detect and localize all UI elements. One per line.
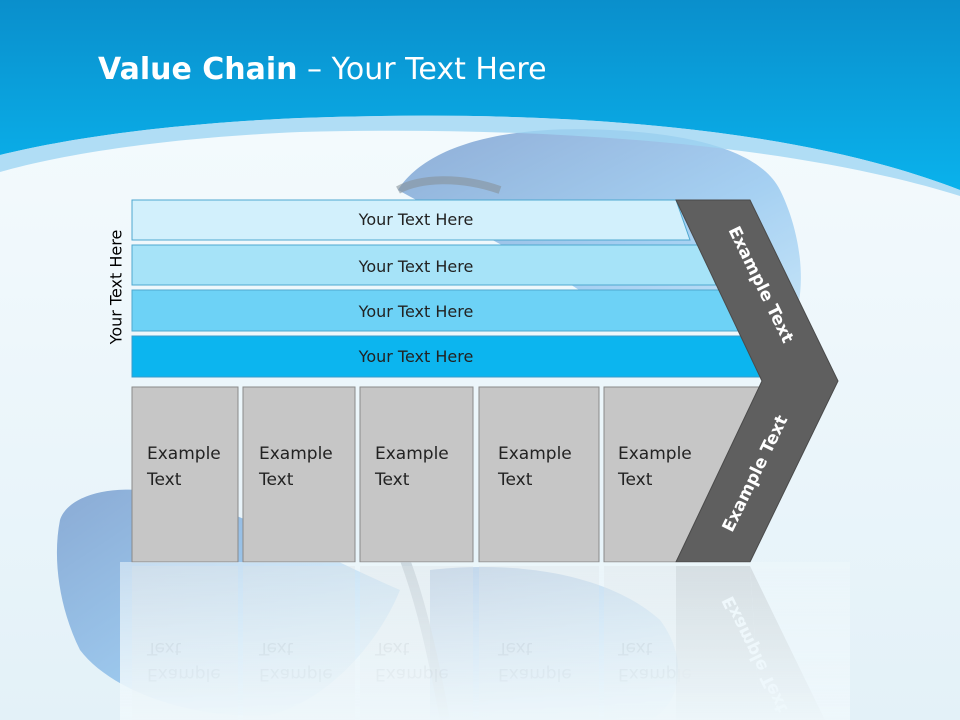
band-4-label: Your Text Here	[358, 347, 474, 366]
column-3[interactable]	[359, 386, 474, 563]
band-3-label: Your Text Here	[358, 302, 474, 321]
activity-columns: Example Text Example Text Example Text E…	[131, 386, 763, 563]
band-2-label: Your Text Here	[358, 257, 474, 276]
vertical-axis-label: Your Text Here	[106, 229, 126, 345]
title-rest: – Your Text Here	[297, 52, 547, 87]
column-3-line1: Example	[375, 444, 449, 464]
slide-title: Value Chain – Your Text Here	[98, 52, 547, 87]
column-2-line1: Example	[259, 444, 333, 464]
column-4[interactable]	[478, 386, 600, 563]
column-1[interactable]	[131, 386, 239, 563]
column-2-line2: Text	[258, 470, 294, 490]
column-2[interactable]	[242, 386, 356, 563]
column-5-line1: Example	[618, 444, 692, 464]
column-1-line1: Example	[147, 444, 221, 464]
column-3-line2: Text	[374, 470, 410, 490]
column-5-line2: Text	[617, 470, 653, 490]
reflection-fade	[120, 562, 850, 720]
title-bold: Value Chain	[98, 52, 298, 87]
header-band	[0, 0, 960, 190]
column-4-line2: Text	[497, 470, 533, 490]
band-rows: Your Text Here Your Text Here Your Text …	[131, 199, 763, 378]
band-1-label: Your Text Here	[358, 210, 474, 229]
column-4-line1: Example	[498, 444, 572, 464]
header-swoosh	[0, 115, 960, 196]
band-1[interactable]	[131, 199, 691, 241]
column-1-line2: Text	[146, 470, 182, 490]
